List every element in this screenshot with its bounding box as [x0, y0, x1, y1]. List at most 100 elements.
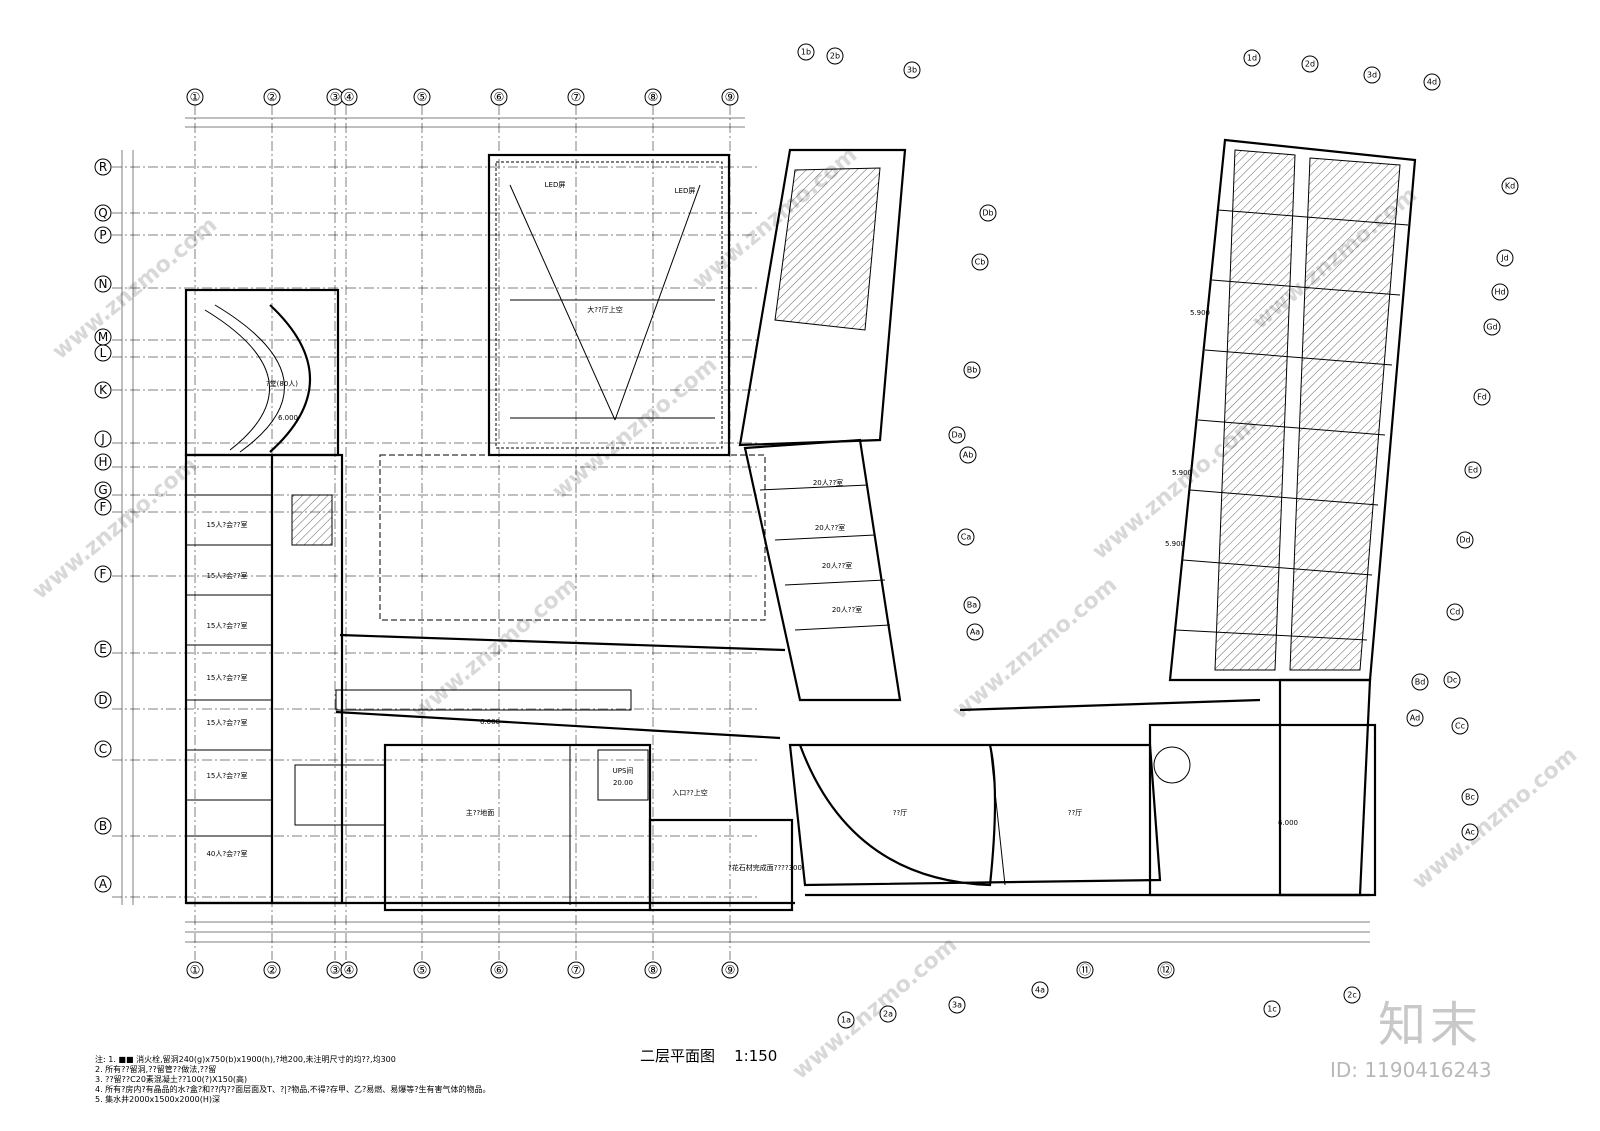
svg-text:Ed: Ed	[1468, 466, 1478, 475]
axis-bubble: J	[94, 430, 112, 448]
svg-text:C: C	[99, 742, 107, 756]
axis-bubble: 2c	[1343, 986, 1361, 1004]
axis-bubble: M	[94, 328, 112, 346]
watermark-text: www.znzmo.com	[408, 573, 582, 725]
svg-text:⑤: ⑤	[417, 90, 428, 104]
axis-bubble: Fd	[1473, 388, 1491, 406]
svg-text:Ab: Ab	[963, 451, 974, 460]
axis-bubble: 1a	[837, 1011, 855, 1029]
axis-bubble: H	[94, 453, 112, 471]
note-line: 注: 1. ■■ 消火栓,留洞240(g)x750(b)x1900(h),?地2…	[95, 1055, 396, 1064]
axis-bubble: C	[94, 740, 112, 758]
svg-text:J: J	[100, 432, 105, 446]
room-label: 15人?会??室	[206, 718, 247, 727]
axis-bubble: 1c	[1263, 1000, 1281, 1018]
svg-text:4a: 4a	[1035, 986, 1045, 995]
top-dimension-chain	[121, 117, 1370, 943]
right-angled-wing	[1168, 138, 1417, 897]
room-label: 20人??室	[822, 561, 852, 570]
svg-text:B: B	[99, 819, 107, 833]
svg-text:Kd: Kd	[1505, 182, 1515, 191]
svg-text:1b: 1b	[801, 48, 811, 57]
note-line: 2. 所有??留洞,??留管??做法,??留	[95, 1065, 217, 1074]
room-label: 主??地面	[466, 808, 494, 817]
svg-text:Cb: Cb	[975, 258, 986, 267]
svg-text:Da: Da	[951, 431, 962, 440]
svg-text:③: ③	[330, 90, 341, 104]
axis-bubble: Jd	[1496, 249, 1514, 267]
axis-bubble: G	[94, 481, 112, 499]
svg-text:1d: 1d	[1247, 54, 1257, 63]
axis-bubble: Dc	[1443, 671, 1461, 689]
svg-text:K: K	[99, 383, 108, 397]
axis-bubble: 1d	[1243, 49, 1261, 67]
svg-text:⑨: ⑨	[725, 90, 736, 104]
room-label: 15人?会??室	[206, 520, 247, 529]
axis-bubble: Db	[979, 204, 997, 222]
svg-text:Dd: Dd	[1459, 536, 1470, 545]
axis-bubble: ④	[340, 961, 358, 979]
axis-bubble: Ac	[1461, 823, 1479, 841]
area-label: 20.00	[613, 779, 633, 787]
room-label: 入口??上空	[672, 788, 707, 797]
svg-text:1a: 1a	[841, 1016, 851, 1025]
level-mark: 6.000	[1278, 819, 1298, 827]
drawing-scale: 1:150	[734, 1047, 778, 1065]
room-label: 大??厅上空	[587, 305, 622, 314]
axis-bubble: ②	[263, 961, 281, 979]
svg-text:⑧: ⑧	[648, 90, 659, 104]
svg-text:⑧: ⑧	[648, 963, 659, 977]
room-label: 20人??室	[815, 523, 845, 532]
axis-bubble: Gd	[1483, 318, 1501, 336]
axis-bubble: F	[94, 565, 112, 583]
svg-text:⑥: ⑥	[494, 963, 505, 977]
svg-text:A: A	[99, 877, 108, 891]
courtyard	[335, 454, 786, 740]
axis-bubble: ⑤	[413, 88, 431, 106]
svg-text:P: P	[99, 228, 106, 242]
svg-text:⑫: ⑫	[1160, 963, 1172, 977]
axis-bubble: ⑦	[567, 88, 585, 106]
svg-text:N: N	[99, 277, 108, 291]
svg-text:Gd: Gd	[1486, 323, 1497, 332]
svg-text:2b: 2b	[830, 52, 840, 61]
axis-bubble: 3d	[1363, 66, 1381, 84]
level-mark: 5.900	[1190, 309, 1210, 317]
axis-bubble: ②	[263, 88, 281, 106]
svg-text:Fd: Fd	[1477, 393, 1487, 402]
axis-bubble: 3a	[948, 996, 966, 1014]
room-label: ??厅	[1068, 809, 1082, 817]
level-mark: 5.900	[1172, 469, 1192, 477]
svg-text:②: ②	[267, 90, 278, 104]
svg-text:H: H	[98, 455, 107, 469]
axis-bubble: Da	[948, 426, 966, 444]
image-id: ID: 1190416243	[1330, 1058, 1492, 1082]
axis-bubble: N	[94, 275, 112, 293]
drawing-notes: 注: 1. ■■ 消火栓,留洞240(g)x750(b)x1900(h),?地2…	[95, 1055, 491, 1105]
axis-bubble: Kd	[1501, 177, 1519, 195]
svg-text:Dc: Dc	[1447, 676, 1458, 685]
axis-bubble: 2d	[1301, 55, 1319, 73]
note-line: 3. ??留??C20素混凝土??100(?)X150(高)	[95, 1075, 248, 1084]
note-label: ?花石材完成面????300	[728, 863, 802, 872]
axis-bubble: Ca	[957, 528, 975, 546]
axis-bubble: Cb	[971, 253, 989, 271]
svg-text:Bd: Bd	[1415, 678, 1426, 687]
top-axis-bubbles: ① ② ③ ④ ⑤ ⑥ ⑦ ⑧ ⑨	[186, 88, 739, 106]
svg-text:Aa: Aa	[970, 628, 980, 637]
svg-text:Cc: Cc	[1455, 722, 1465, 731]
axis-bubble: Q	[94, 204, 112, 222]
svg-text:R: R	[99, 160, 107, 174]
axis-bubble: K	[94, 381, 112, 399]
svg-text:④: ④	[344, 90, 355, 104]
axis-bubble: Cd	[1446, 603, 1464, 621]
axis-bubble: Ad	[1406, 709, 1424, 727]
svg-text:①: ①	[190, 90, 201, 104]
watermark-text: www.znzmo.com	[48, 213, 222, 365]
axis-bubble: Ab	[959, 446, 977, 464]
bottom-center-block	[383, 743, 794, 912]
svg-text:⑪: ⑪	[1079, 963, 1091, 977]
axis-bubble: B	[94, 817, 112, 835]
brand-watermark: 知末	[1378, 997, 1483, 1053]
svg-text:2c: 2c	[1347, 991, 1357, 1000]
